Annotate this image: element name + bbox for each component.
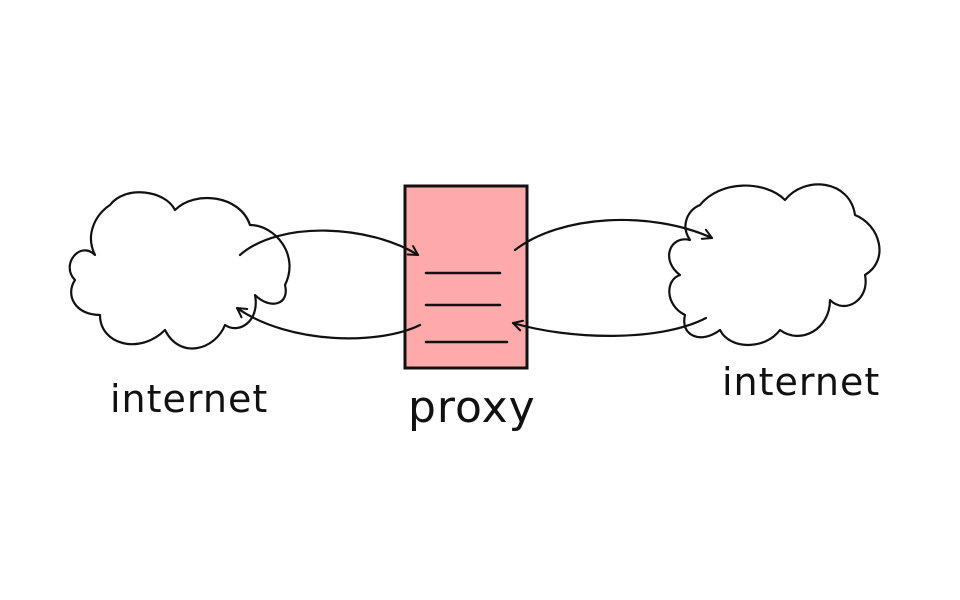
- arrow-proxy-to-left-cloud: [235, 306, 422, 340]
- right-internet-label: internet: [722, 360, 880, 404]
- proxy-label: proxy: [408, 382, 536, 433]
- left-internet-label: internet: [110, 377, 268, 421]
- right-internet-cloud: [668, 183, 881, 347]
- proxy-box: [403, 184, 529, 370]
- arrow-proxy-to-right-cloud: [513, 218, 714, 252]
- left-internet-cloud: [68, 191, 291, 350]
- arrow-right-cloud-to-proxy: [511, 316, 708, 337]
- arrow-left-cloud-to-proxy: [238, 229, 420, 257]
